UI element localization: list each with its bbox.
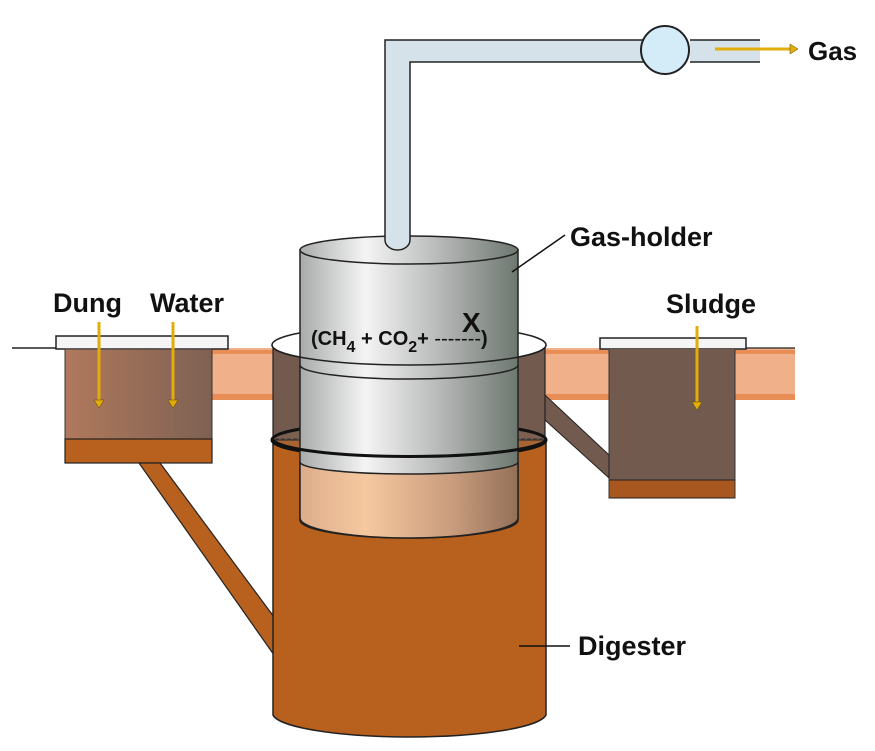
soil-middle-right: [545, 348, 610, 400]
formula-co2: + CO: [355, 328, 408, 350]
outlet-pipe: [544, 393, 610, 480]
outlet-tank: [599, 337, 747, 499]
label-gas: Gas: [808, 36, 857, 66]
formula-sub-2: 2: [408, 339, 417, 356]
soil-right: [735, 347, 795, 400]
svg-text:(CH4 + CO2+ -------): (CH4 + CO2+ -------): [311, 328, 488, 356]
formula-open: (CH: [311, 328, 347, 350]
gas-holder: [299, 235, 519, 539]
gas-holder-leader: [511, 234, 566, 273]
digester-rim-front: [271, 439, 548, 458]
water-line-front: [271, 344, 547, 366]
dung-arrow-icon: [93, 322, 105, 409]
formula-close: ): [481, 328, 488, 350]
sludge-arrow-icon: [691, 326, 703, 411]
label-gas-holder: Gas-holder: [570, 222, 713, 252]
formula-blank: -------: [434, 328, 481, 350]
formula-plus: +: [417, 328, 434, 350]
gas-arrow-icon: [715, 43, 799, 55]
soil-left: [212, 348, 274, 400]
label-digester: Digester: [578, 631, 687, 661]
label-water: Water: [150, 288, 225, 318]
inlet-pipe: [137, 462, 275, 657]
gas-composition-formula: (CH4 + CO2+ -------) X: [311, 307, 488, 356]
gas-pipe: [384, 39, 760, 251]
water-arrow-icon: [167, 322, 179, 409]
label-dung: Dung: [53, 288, 122, 318]
gas-valve: [640, 25, 690, 75]
unknown-x: X: [462, 307, 481, 338]
label-sludge: Sludge: [666, 289, 756, 319]
formula-sub-4: 4: [347, 339, 356, 356]
inlet-tank: [55, 335, 229, 464]
